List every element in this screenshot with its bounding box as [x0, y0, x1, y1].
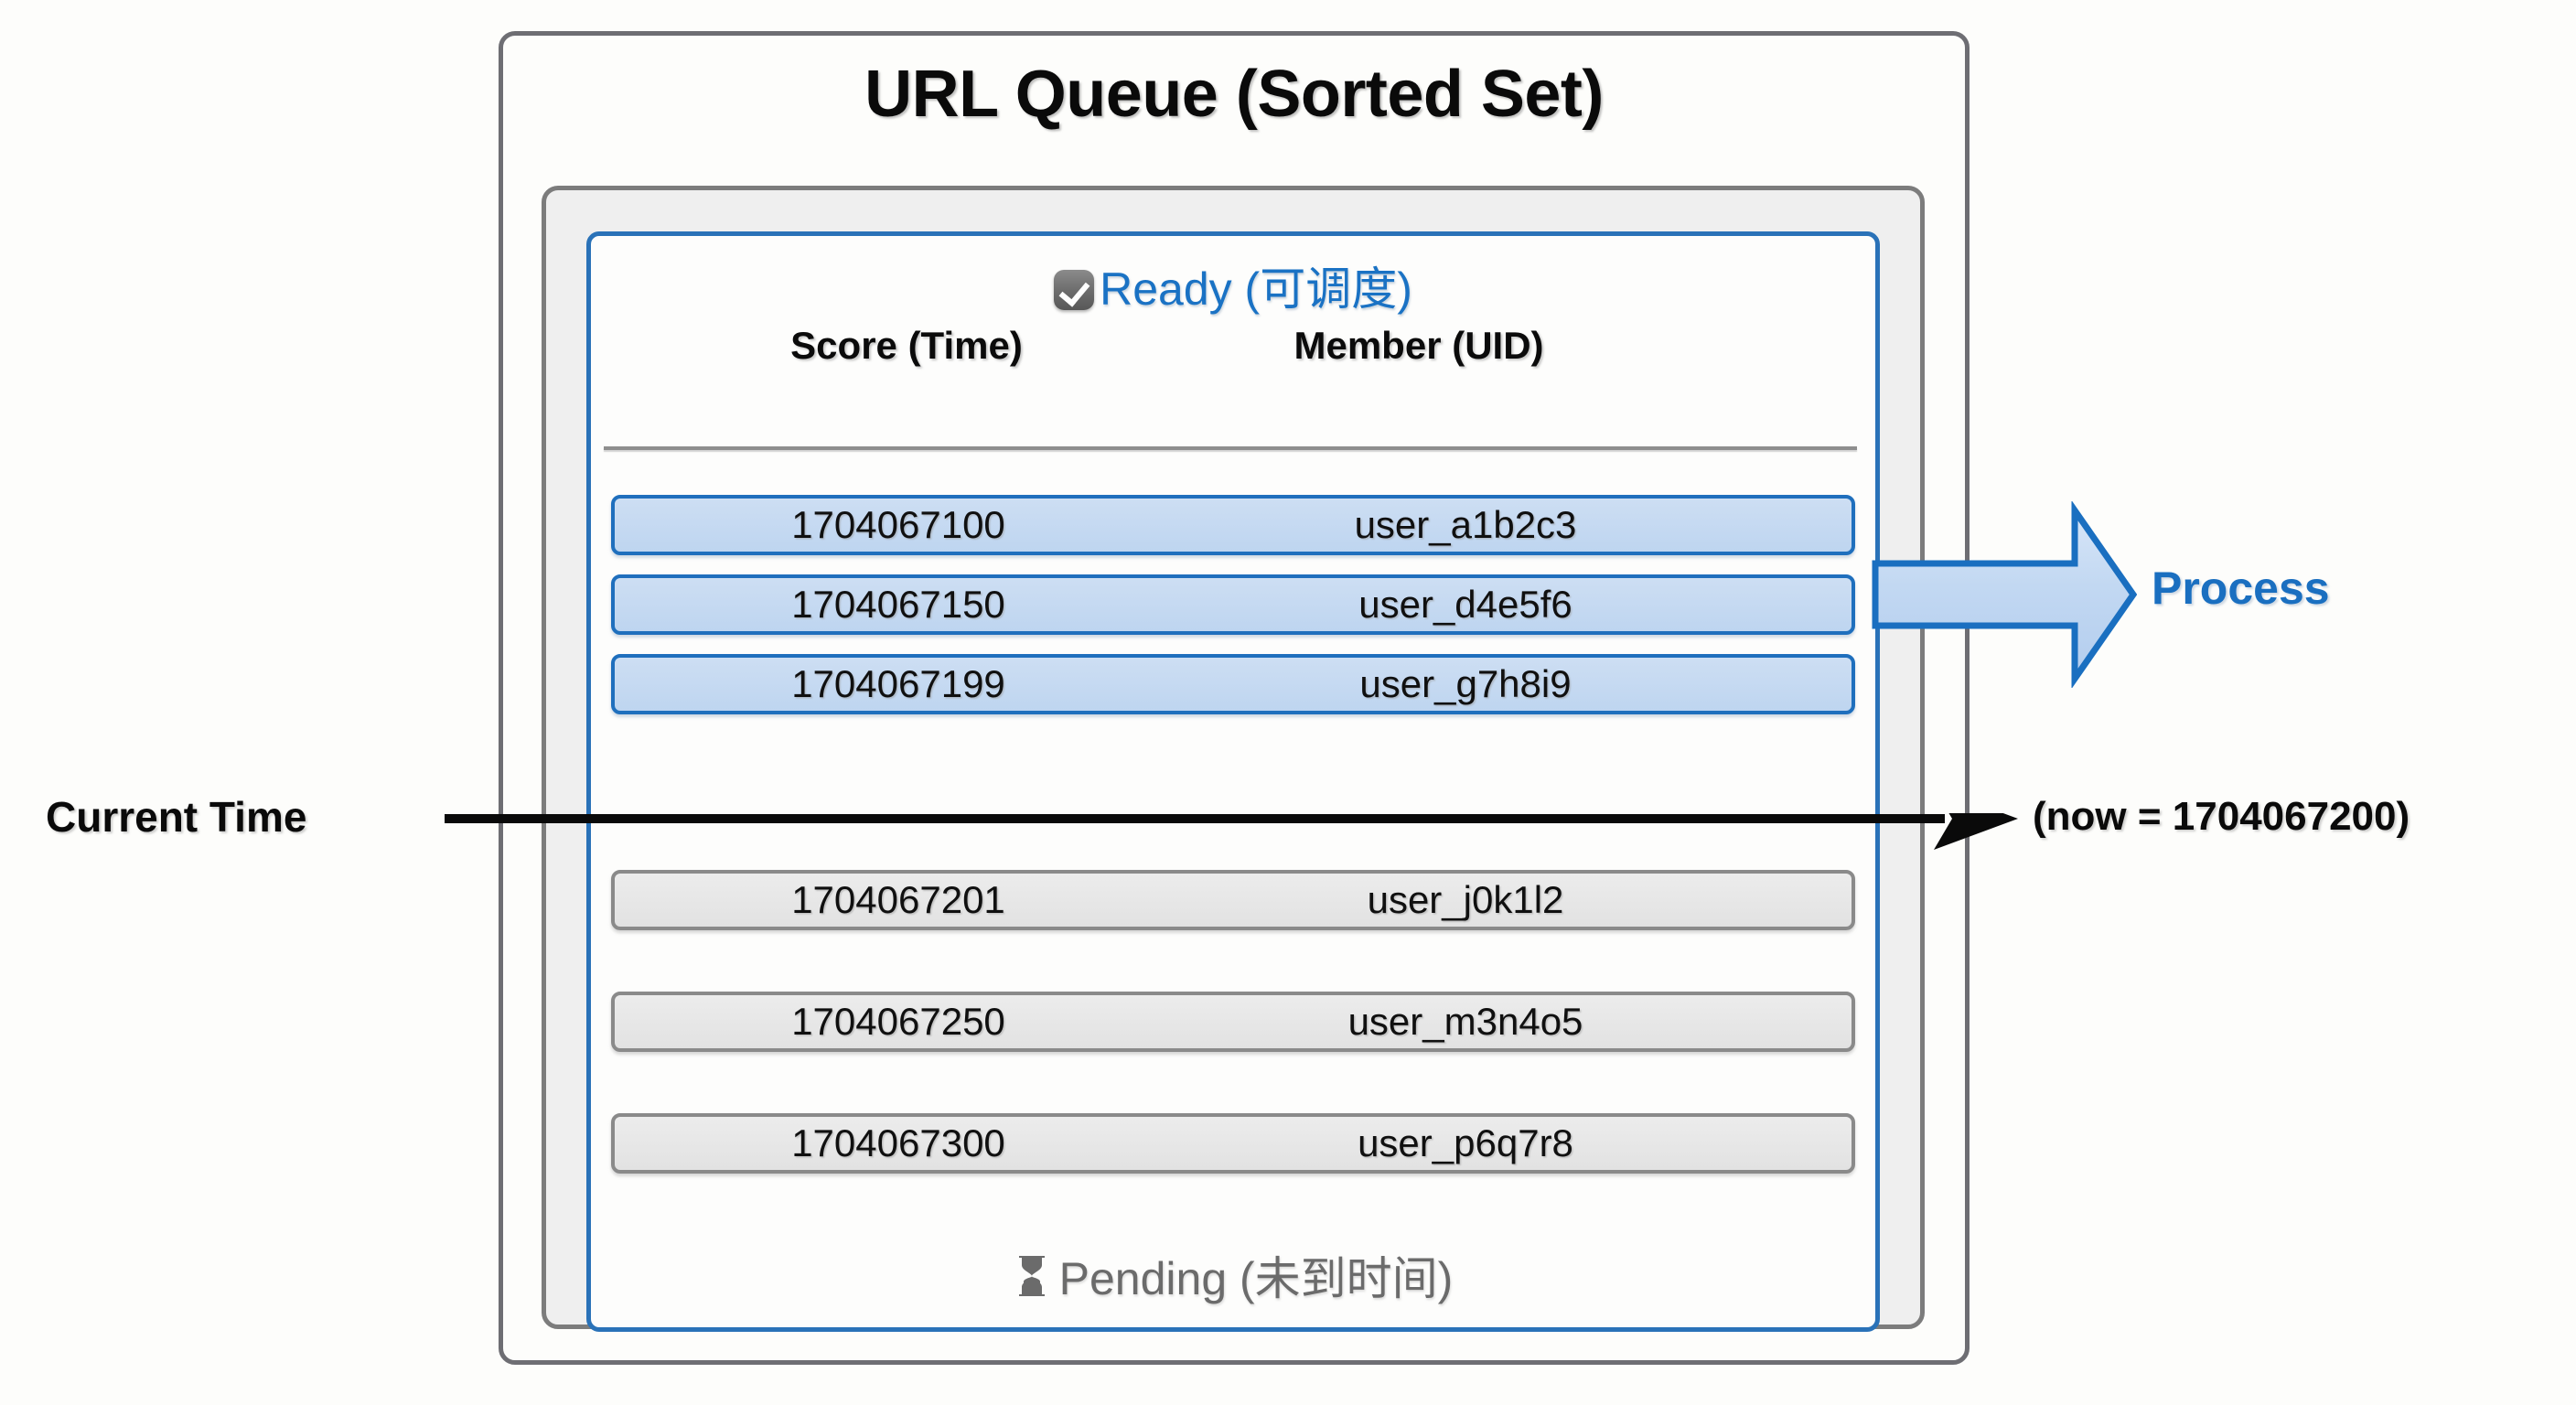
row-member: user_j0k1l2 — [1367, 878, 1564, 921]
column-header-score: Score (Time) — [790, 324, 1023, 367]
table-row[interactable]: 1704067100 user_a1b2c3 — [611, 495, 1855, 555]
pending-section-label: Pending (未到时间) — [1058, 1253, 1454, 1304]
process-arrow-icon — [1872, 499, 2138, 690]
row-member: user_m3n4o5 — [1347, 1000, 1583, 1043]
row-member: user_g7h8i9 — [1359, 662, 1572, 705]
queue-panel: Ready (可调度) Score (Time) Member (UID) 17… — [586, 231, 1880, 1332]
row-member: user_a1b2c3 — [1354, 503, 1577, 546]
table-row[interactable]: 1704067201 user_j0k1l2 — [611, 870, 1855, 930]
page-title: URL Queue (Sorted Set) — [864, 58, 1604, 131]
header-divider — [604, 446, 1857, 450]
row-member: user_p6q7r8 — [1358, 1121, 1573, 1164]
table-row[interactable]: 1704067300 user_p6q7r8 — [611, 1113, 1855, 1174]
column-header-member: Member (UID) — [1293, 324, 1544, 367]
table-row[interactable]: 1704067150 user_d4e5f6 — [611, 574, 1855, 635]
ready-section-header: Ready (可调度) — [591, 252, 1875, 318]
row-score: 1704067100 — [791, 503, 1005, 546]
row-score: 1704067201 — [791, 878, 1005, 921]
row-score: 1704067300 — [791, 1121, 1005, 1164]
row-score: 1704067250 — [791, 1000, 1005, 1043]
ready-section-label: Ready (可调度) — [1100, 263, 1412, 315]
check-mark-icon — [1054, 270, 1095, 310]
table-row[interactable]: 1704067250 user_m3n4o5 — [611, 992, 1855, 1052]
row-score: 1704067150 — [791, 583, 1005, 626]
now-annotation: (now = 1704067200) — [2033, 794, 2410, 839]
pending-section-header: Pending (未到时间) — [591, 1242, 1875, 1309]
process-label: Process — [2152, 563, 2330, 614]
current-time-arrow-icon — [445, 788, 2027, 886]
hourglass-icon — [1014, 1254, 1050, 1309]
row-member: user_d4e5f6 — [1358, 583, 1572, 626]
row-score: 1704067199 — [791, 662, 1005, 705]
table-row[interactable]: 1704067199 user_g7h8i9 — [611, 654, 1855, 714]
current-time-label: Current Time — [46, 793, 307, 841]
